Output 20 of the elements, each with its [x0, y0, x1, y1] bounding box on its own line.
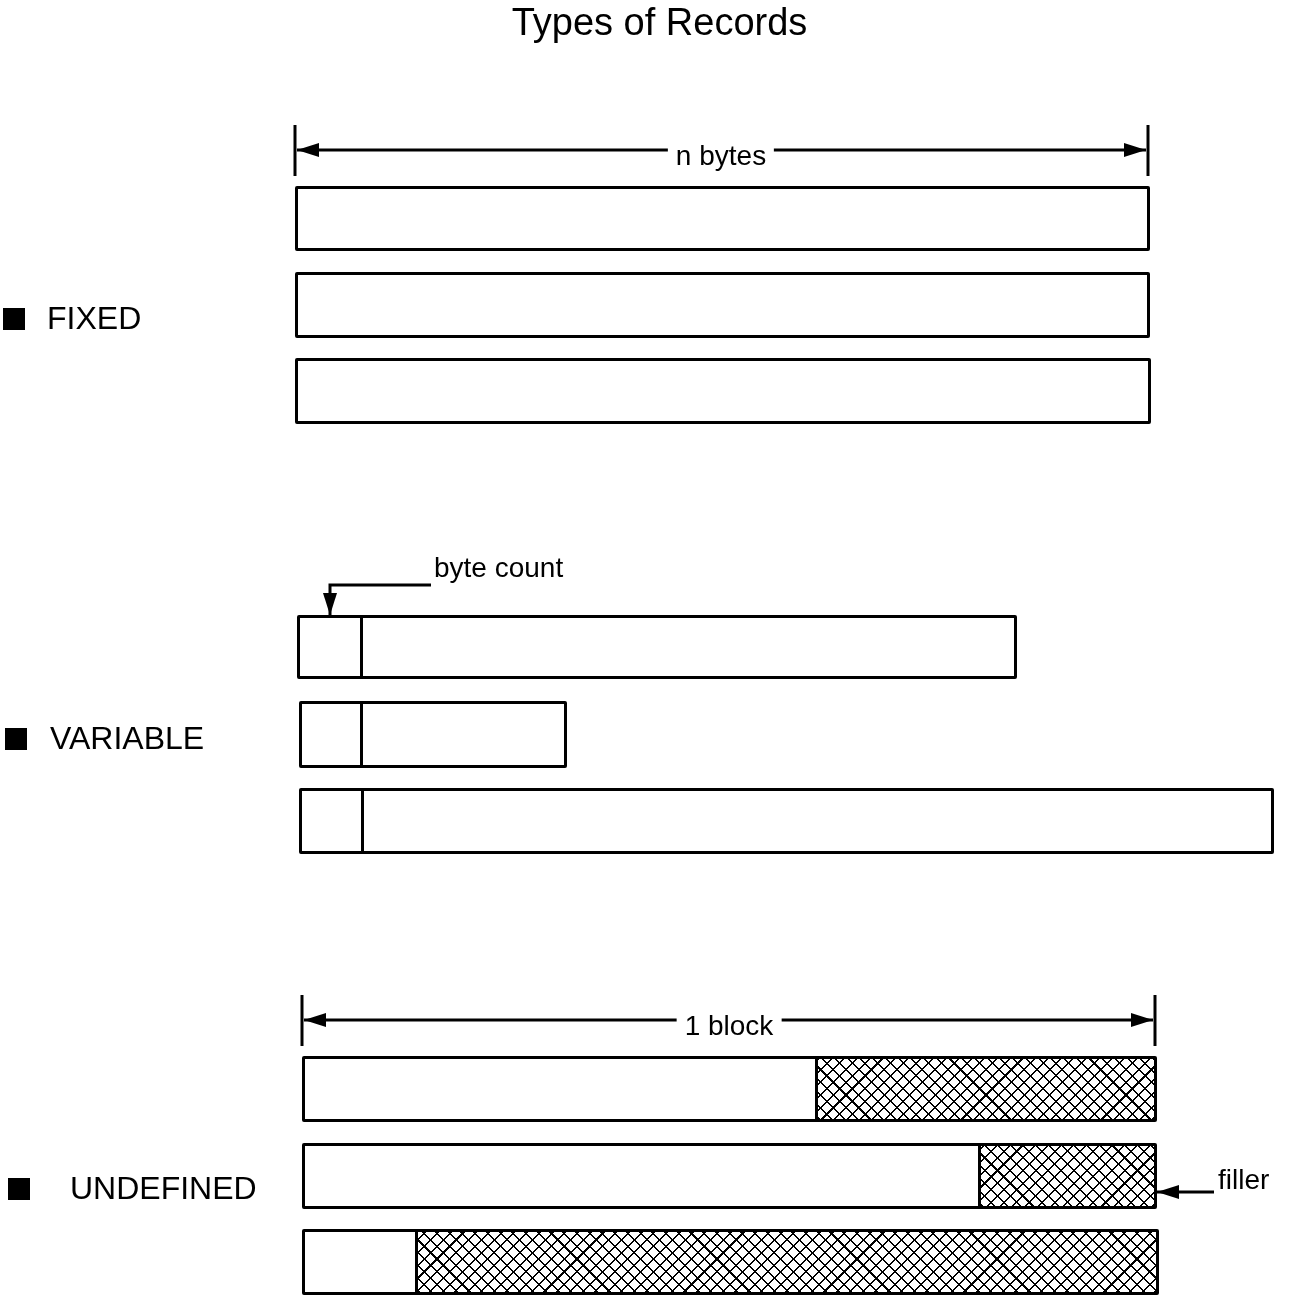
record-bar: [302, 1143, 1157, 1209]
record-bar: [302, 1229, 1159, 1295]
record-type-label: VARIABLE: [50, 719, 205, 757]
callout-label: byte count: [434, 551, 564, 585]
record-type-label: UNDEFINED: [70, 1169, 257, 1207]
record-bar: [297, 615, 1017, 679]
record-bar: [299, 788, 1274, 854]
record-type-label: FIXED: [47, 299, 142, 337]
leader-arrow: [323, 583, 431, 615]
filler-region: [415, 1232, 1156, 1292]
record-bar: [302, 1056, 1157, 1122]
filler-region: [815, 1059, 1154, 1119]
record-bar: [295, 272, 1150, 338]
leader-arrow: [1157, 1185, 1214, 1199]
record-bar: [295, 358, 1151, 424]
record-bar: [295, 186, 1150, 251]
callout-label: filler: [1218, 1163, 1270, 1197]
title: Types of Records: [510, 0, 808, 44]
filler-region: [978, 1146, 1154, 1206]
record-bar: [299, 701, 567, 768]
